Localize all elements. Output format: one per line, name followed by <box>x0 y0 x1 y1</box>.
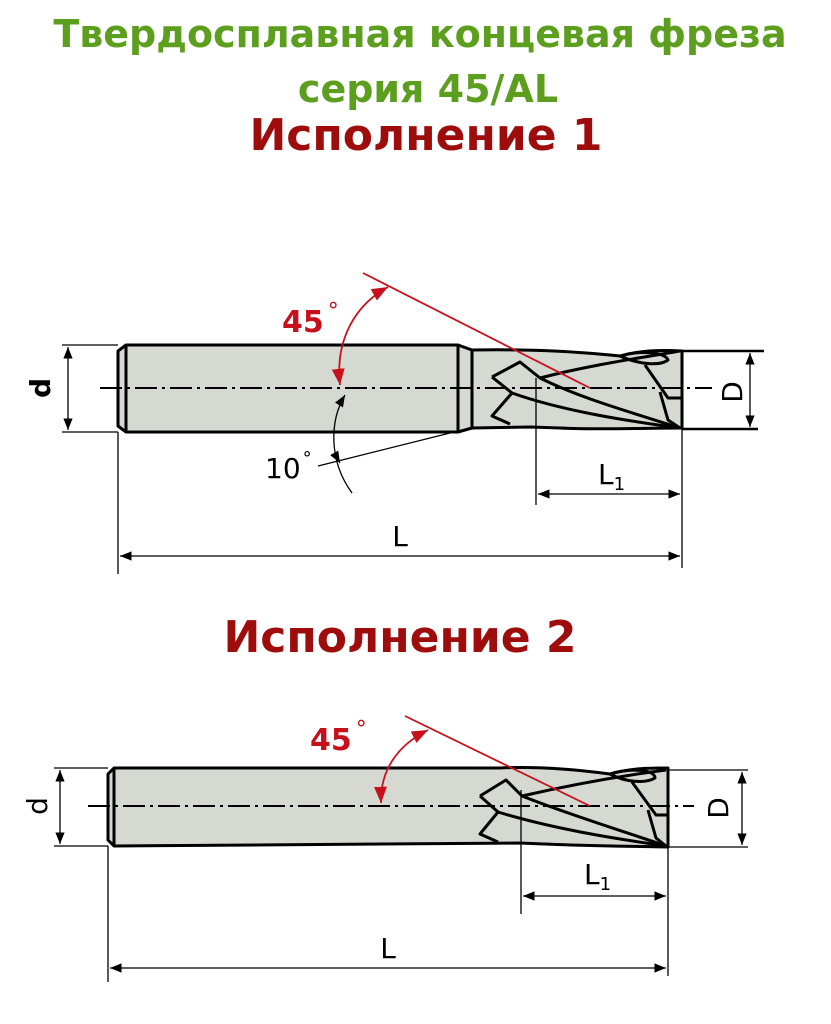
helix-angle-label: 45° <box>310 717 367 758</box>
dim-d-label: d <box>24 378 57 398</box>
dim-L1-label: L1 <box>584 858 611 895</box>
variant2-heading: Исполнение 2 <box>223 612 576 663</box>
variant1-drawing: d D L1 L 45° 10° <box>24 272 764 574</box>
title-line1: Твердосплавная концевая фреза <box>53 12 786 56</box>
helix-angle-label: 45° <box>282 299 339 340</box>
title-line2: серия 45/AL <box>298 67 558 111</box>
dim-L-label: L <box>392 520 408 553</box>
relief-angle-label: 10° <box>265 448 312 485</box>
flute-section <box>470 348 684 431</box>
dim-D-label: D <box>702 797 735 819</box>
shank-and-flutes <box>106 765 670 849</box>
dim-L-label: L <box>380 932 396 965</box>
dim-D-label: D <box>716 381 749 403</box>
dim-d-label: d <box>21 797 54 815</box>
variant2-drawing: d D L1 L 45° <box>21 715 748 982</box>
dim-L1-label: L1 <box>598 458 625 495</box>
variant1-heading: Исполнение 1 <box>249 110 602 161</box>
